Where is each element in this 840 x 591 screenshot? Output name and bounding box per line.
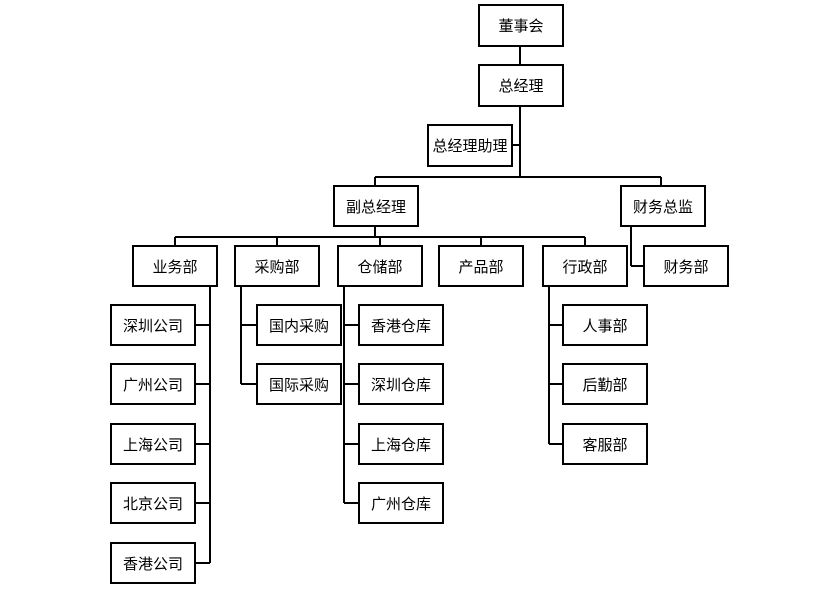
- node-purchasing-dept: 采购部: [234, 245, 320, 287]
- node-biz-shenzhen: 深圳公司: [110, 304, 196, 346]
- node-wh-guangzhou: 广州仓库: [358, 482, 444, 524]
- node-board: 董事会: [478, 4, 564, 47]
- node-pur-international: 国际采购: [256, 363, 342, 405]
- node-product-dept: 产品部: [438, 245, 524, 287]
- node-admin-dept: 行政部: [542, 245, 628, 287]
- node-business-dept: 业务部: [132, 245, 218, 287]
- node-warehouse-dept: 仓储部: [337, 245, 423, 287]
- node-adm-service: 客服部: [562, 423, 648, 465]
- node-finance-dept: 财务部: [643, 245, 729, 287]
- node-general-manager: 总经理: [478, 64, 564, 107]
- node-wh-shanghai: 上海仓库: [358, 423, 444, 465]
- node-deputy-gm: 副总经理: [333, 185, 419, 227]
- node-adm-logistics: 后勤部: [562, 363, 648, 405]
- node-wh-shenzhen: 深圳仓库: [358, 363, 444, 405]
- node-biz-beijing: 北京公司: [110, 482, 196, 524]
- node-biz-shanghai: 上海公司: [110, 423, 196, 465]
- node-cfo: 财务总监: [620, 185, 706, 227]
- node-biz-hongkong: 香港公司: [110, 542, 196, 584]
- node-biz-guangzhou: 广州公司: [110, 363, 196, 405]
- node-wh-hongkong: 香港仓库: [358, 304, 444, 346]
- node-pur-domestic: 国内采购: [256, 304, 342, 346]
- node-gm-assistant: 总经理助理: [427, 124, 513, 167]
- node-adm-hr: 人事部: [562, 304, 648, 346]
